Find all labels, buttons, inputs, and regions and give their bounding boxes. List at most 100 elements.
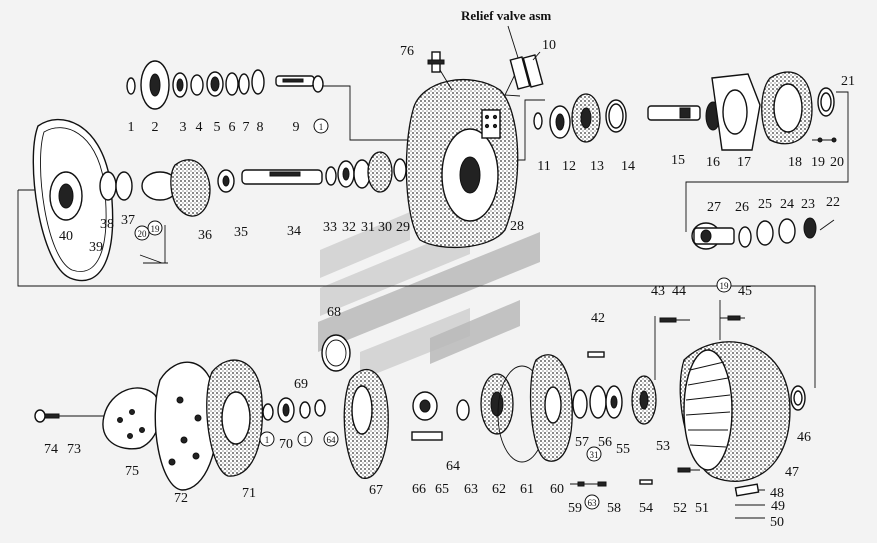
callout-circle <box>297 431 313 447</box>
callout-label-59: 59 <box>568 501 582 516</box>
callout-circle <box>584 494 600 510</box>
callout-label-11: 11 <box>537 159 550 174</box>
callout-circle <box>313 118 329 134</box>
callout-label-70: 70 <box>279 437 293 452</box>
callout-label-47: 47 <box>785 465 799 480</box>
callout-label-52: 52 <box>673 501 687 516</box>
callout-label-67: 67 <box>369 483 383 498</box>
callout-label-25: 25 <box>758 197 772 212</box>
callout-label-4: 4 <box>196 120 203 135</box>
middle-row-parts <box>32 118 407 282</box>
callout-label-37: 37 <box>121 213 135 228</box>
callout-label-74: 74 <box>44 442 58 457</box>
housing-splines <box>685 361 731 448</box>
circled-label-1: 1 <box>297 431 313 447</box>
callout-label-39: 39 <box>89 240 103 255</box>
callout-circle <box>716 277 732 293</box>
callout-label-48: 48 <box>770 486 784 501</box>
callout-label-9: 9 <box>293 120 300 135</box>
callout-circle <box>134 225 150 241</box>
circled-label-text: 19 <box>720 281 730 291</box>
callout-label-57: 57 <box>575 435 589 450</box>
circled-label-31: 31 <box>586 446 602 462</box>
callout-label-32: 32 <box>342 220 356 235</box>
circled-label-19: 19 <box>716 277 732 293</box>
callout-circle <box>586 446 602 462</box>
circled-label-text: 1 <box>319 122 324 132</box>
callout-label-43: 43 <box>651 284 665 299</box>
callout-label-42: 42 <box>591 311 605 326</box>
relief-valve-title: Relief valve asm <box>461 8 551 23</box>
callout-label-51: 51 <box>695 501 709 516</box>
callout-label-53: 53 <box>656 439 670 454</box>
callout-label-71: 71 <box>242 486 256 501</box>
circled-label-text: 31 <box>590 450 599 460</box>
callout-circle <box>259 431 275 447</box>
callout-label-68: 68 <box>327 305 341 320</box>
callout-label-24: 24 <box>780 197 794 212</box>
callout-label-30: 30 <box>378 220 392 235</box>
circled-label-20: 20 <box>134 225 150 241</box>
circled-label-64: 64 <box>323 431 339 447</box>
callout-label-63: 63 <box>464 482 478 497</box>
callout-label-65: 65 <box>435 482 449 497</box>
callout-label-33: 33 <box>323 220 337 235</box>
callout-label-46: 46 <box>797 430 811 445</box>
callout-label-7: 7 <box>243 120 250 135</box>
callout-label-31: 31 <box>361 220 375 235</box>
callout-label-55: 55 <box>616 442 630 457</box>
callout-label-50: 50 <box>770 515 784 530</box>
callout-label-58: 58 <box>607 501 621 516</box>
callout-label-8: 8 <box>257 120 264 135</box>
callout-label-21: 21 <box>841 74 855 89</box>
callout-label-34: 34 <box>287 224 301 239</box>
callout-label-17: 17 <box>737 155 751 170</box>
callout-label-19: 19 <box>811 155 825 170</box>
callout-label-27: 27 <box>707 200 721 215</box>
callout-label-1: 1 <box>128 120 135 135</box>
circled-label-19: 19 <box>147 220 163 236</box>
callout-label-72: 72 <box>174 491 188 506</box>
circled-label-text: 19 <box>151 224 161 234</box>
callout-label-10: 10 <box>542 38 556 53</box>
circled-label-text: 64 <box>327 435 337 445</box>
callout-label-40: 40 <box>59 229 73 244</box>
callout-label-54: 54 <box>639 501 653 516</box>
callout-label-6: 6 <box>229 120 236 135</box>
callout-circle <box>323 431 339 447</box>
callout-label-75: 75 <box>125 464 139 479</box>
callout-label-69: 69 <box>294 377 308 392</box>
callout-label-60: 60 <box>550 482 564 497</box>
callout-label-45: 45 <box>738 284 752 299</box>
callout-label-56: 56 <box>598 435 612 450</box>
callout-label-38: 38 <box>100 217 114 232</box>
callout-label-20: 20 <box>830 155 844 170</box>
callout-label-29: 29 <box>396 220 410 235</box>
callout-label-12: 12 <box>562 159 576 174</box>
watermark-logo <box>318 212 540 380</box>
callout-label-5: 5 <box>214 120 221 135</box>
relief-valve-bracket <box>504 25 544 97</box>
callout-label-13: 13 <box>590 159 604 174</box>
circled-label-1: 1 <box>259 431 275 447</box>
callout-label-35: 35 <box>234 225 248 240</box>
callout-label-36: 36 <box>198 228 212 243</box>
callout-label-2: 2 <box>152 120 159 135</box>
callout-label-28: 28 <box>510 219 524 234</box>
callout-label-61: 61 <box>520 482 534 497</box>
callout-label-3: 3 <box>180 120 187 135</box>
callout-label-76: 76 <box>400 44 414 59</box>
callout-label-49: 49 <box>771 499 785 514</box>
callout-label-26: 26 <box>735 200 749 215</box>
circled-label-63: 63 <box>584 494 600 510</box>
upper-row-parts <box>126 51 837 249</box>
callout-label-18: 18 <box>788 155 802 170</box>
right-cluster-parts <box>691 217 835 250</box>
callout-label-66: 66 <box>412 482 426 497</box>
circled-label-text: 20 <box>138 229 148 239</box>
callout-label-73: 73 <box>67 442 81 457</box>
